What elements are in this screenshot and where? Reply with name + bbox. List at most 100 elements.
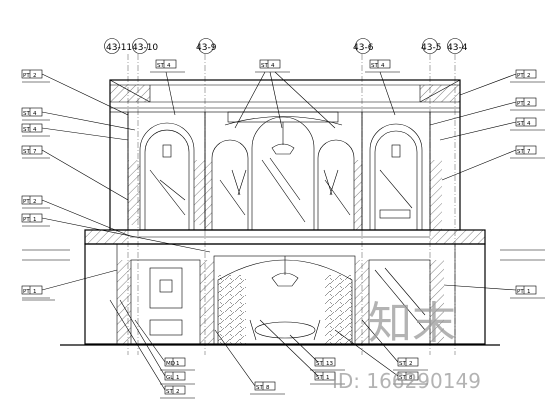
tag-code: ST: [316, 375, 323, 381]
tag-num: 1: [527, 289, 531, 295]
callout-tag: PT 2: [21, 195, 131, 237]
pilaster: [430, 160, 442, 230]
tag-code: MD: [166, 361, 175, 367]
tag-code: ST: [517, 121, 524, 127]
lower-bay-right: [368, 259, 431, 345]
grid-bubble: 43-4: [447, 38, 468, 54]
stone-wall-panel: [324, 275, 352, 344]
callouts-bottom: MD 1 GL 1 ST 2 ST 8: [109, 299, 428, 399]
tag-num: 8: [409, 375, 413, 381]
tag-num: 8: [266, 385, 270, 391]
grid-bubble-circle: [422, 38, 438, 54]
grid-bubble: 43-11: [104, 38, 132, 54]
tag-num: 2: [527, 73, 531, 79]
callout-tag: PT 2: [21, 69, 129, 116]
grid-label: 43-11: [106, 43, 132, 53]
callout-tag: ST 4: [439, 117, 545, 141]
callouts-top: ST 4 ST 4 ST 4: [150, 59, 400, 129]
callout-tag: ST 13: [289, 334, 345, 371]
floor-slab: [84, 229, 486, 245]
tag-code: PT: [23, 289, 30, 295]
tag-num: 1: [176, 361, 180, 367]
column: [117, 260, 131, 344]
lower-bay-left: [130, 259, 201, 345]
tag-num: 4: [271, 63, 275, 69]
ceiling-section-right: [420, 85, 460, 102]
grid-bubble-circle: [447, 38, 463, 54]
callout-tag: PT 1: [21, 213, 211, 253]
tag-num: 4: [33, 127, 37, 133]
tag-num: 1: [326, 375, 330, 381]
grid-bubble-circle: [198, 38, 214, 54]
callout-tag: ST 7: [441, 145, 545, 181]
tag-num: 2: [527, 101, 531, 107]
console-table: [379, 209, 411, 219]
grid-bubbles: 43-11 43-10 43-9 43-6 43-5 43-4: [104, 38, 468, 54]
side-wall-right: [454, 243, 486, 345]
callout-tag: ST 8: [214, 329, 285, 395]
callout-tag: ST 4: [150, 59, 185, 116]
callouts-right: PT 2 PT 2 ST 4 ST 7: [429, 69, 545, 299]
tag-code: GL: [166, 375, 174, 381]
chandelier: [271, 272, 299, 287]
tag-code: ST: [371, 63, 378, 69]
tag-num: 1: [33, 289, 37, 295]
wall-sconce: [162, 144, 172, 158]
lower-level: [84, 243, 486, 345]
wall-sconce: [323, 169, 339, 196]
callout-tag: ST 1: [259, 319, 345, 385]
grid-bubble: 43-6: [353, 38, 374, 54]
callout-tag: PT 1: [443, 284, 545, 299]
tag-code: ST: [399, 375, 406, 381]
tag-code: PT: [23, 199, 30, 205]
column: [200, 260, 214, 344]
grid-bubble: 43-5: [421, 38, 441, 54]
tag-num: 7: [33, 149, 37, 155]
tag-num: 7: [527, 149, 531, 155]
callout-tag: ST 4: [365, 59, 400, 116]
wall-sconce: [391, 144, 401, 158]
arch-bay-left: [127, 111, 206, 231]
grid-label: 43-4: [447, 43, 468, 53]
mirror-panel: [149, 267, 183, 309]
grid-label: 43-10: [132, 43, 158, 53]
grid-label: 43-6: [353, 43, 374, 53]
callout-tag: ST 8: [334, 329, 428, 385]
grid-label: 43-5: [421, 43, 441, 53]
column: [430, 260, 444, 344]
column: [355, 260, 369, 344]
side-wall-left: [84, 243, 118, 345]
callout-tag: PT 2: [459, 69, 545, 96]
tag-code: ST: [517, 149, 524, 155]
tag-code: ST: [316, 361, 323, 367]
tag-num: 4: [33, 111, 37, 117]
tag-num: 4: [381, 63, 385, 69]
upper-level: [109, 79, 461, 231]
tag-num: 2: [33, 73, 37, 79]
wall-sconce: [231, 169, 247, 196]
pilaster: [205, 160, 212, 230]
callout-tag: ST 4: [234, 59, 336, 129]
callout-tag: ST 2: [361, 319, 428, 371]
tag-code: ST: [399, 361, 406, 367]
tag-num: 2: [176, 389, 180, 395]
callout-tag: ST 4: [21, 123, 129, 141]
tag-num: 2: [33, 199, 37, 205]
cabinet: [149, 319, 183, 336]
ceiling-section-left: [110, 85, 150, 102]
tag-num: 4: [527, 121, 531, 127]
watermark-brand: 知末: [368, 298, 456, 349]
grid-label: 43-9: [196, 43, 217, 53]
grid-bubble: 43-9: [196, 38, 217, 54]
tag-code: PT: [517, 289, 524, 295]
tag-num: 2: [409, 361, 413, 367]
grid-bubble: 43-10: [132, 38, 158, 54]
grid-bubble-circle: [355, 38, 371, 54]
tag-code: ST: [166, 389, 173, 395]
grid-bubble-circle: [132, 38, 148, 54]
callouts-left: PT 2 ST 4 ST 4 ST 7: [21, 69, 211, 301]
tag-num: 1: [176, 375, 180, 381]
pilaster: [354, 160, 362, 230]
dining-table: [254, 321, 316, 339]
